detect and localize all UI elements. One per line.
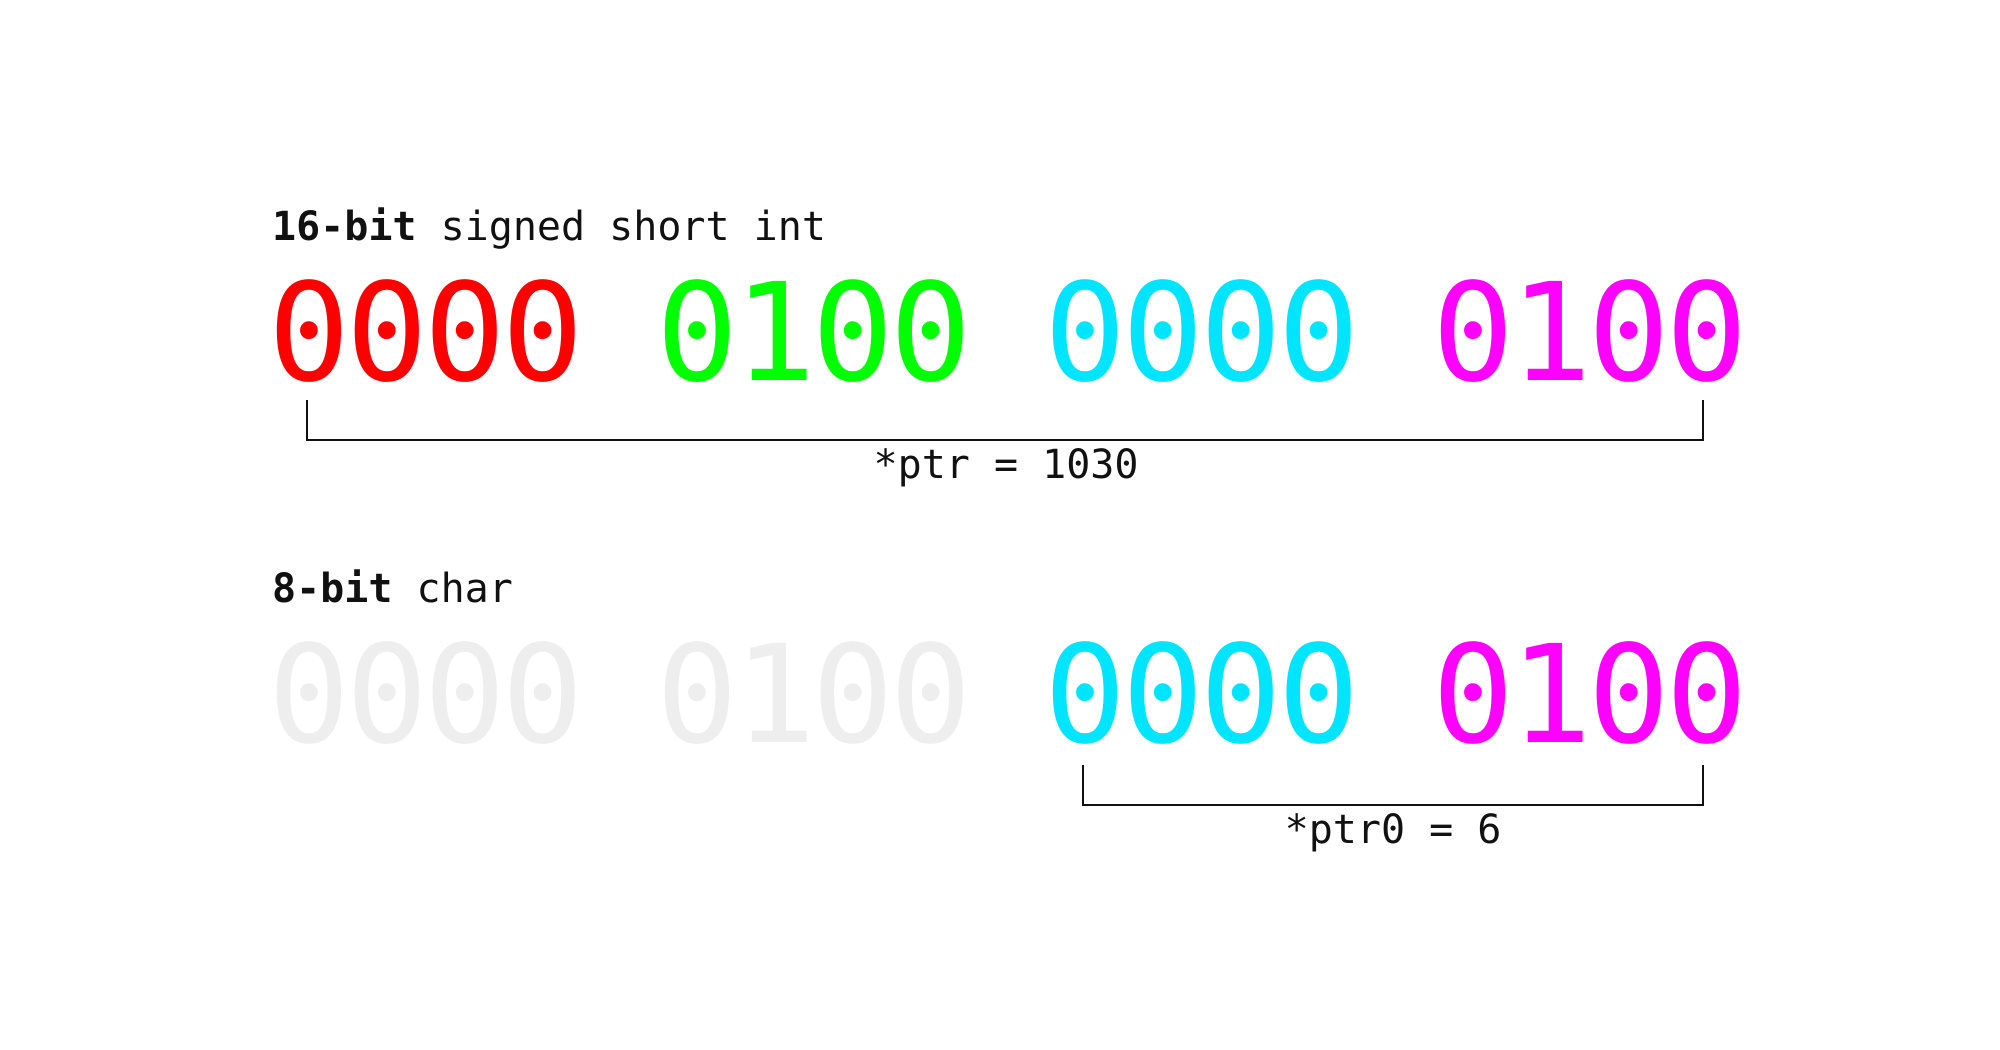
short-int-heading: 16-bit signed short int bbox=[272, 202, 826, 252]
char-nibble-2: 0100 bbox=[656, 617, 972, 775]
short-int-type: signed short int bbox=[416, 204, 826, 250]
short-int-bits: 0000 0100 0000 0100 bbox=[268, 255, 1748, 413]
short-nibble-4: 0100 bbox=[1432, 255, 1748, 413]
short-int-bitwidth: 16-bit bbox=[272, 204, 417, 250]
short-nibble-2: 0100 bbox=[656, 255, 972, 413]
short-nibble-3: 0000 bbox=[1044, 255, 1360, 413]
short-int-bracket bbox=[306, 400, 1704, 441]
char-bracket bbox=[1082, 765, 1704, 806]
short-int-value-label: *ptr = 1030 bbox=[873, 442, 1139, 488]
char-bitwidth: 8-bit bbox=[272, 566, 393, 612]
char-type: char bbox=[392, 566, 513, 612]
short-nibble-1: 0000 bbox=[268, 255, 584, 413]
char-nibble-4: 0100 bbox=[1432, 617, 1748, 775]
char-heading: 8-bit char bbox=[272, 564, 513, 614]
char-nibble-3: 0000 bbox=[1044, 617, 1360, 775]
char-value-label: *ptr0 = 6 bbox=[1284, 807, 1502, 853]
char-nibble-1: 0000 bbox=[268, 617, 584, 775]
char-bits: 0000 0100 0000 0100 bbox=[268, 617, 1748, 775]
